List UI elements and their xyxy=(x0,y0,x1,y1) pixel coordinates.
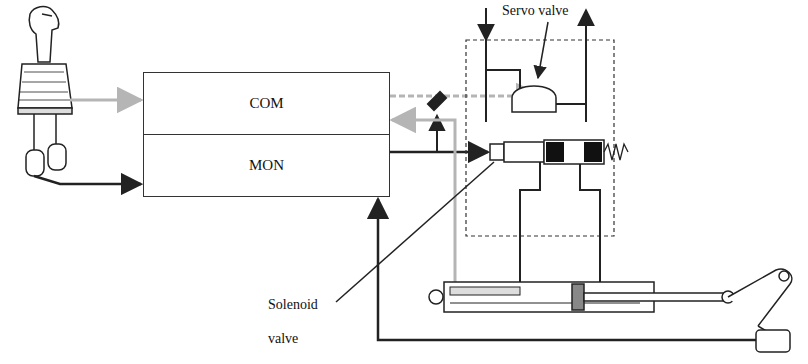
box-label: MON xyxy=(249,157,284,174)
spool-valve xyxy=(544,140,604,164)
joystick xyxy=(18,7,72,176)
callout-label: Solenoid valve xyxy=(268,288,340,356)
control-linkage xyxy=(728,269,792,352)
monitor-signal xyxy=(34,176,141,184)
process-box: COM xyxy=(143,72,390,135)
com-feedback xyxy=(392,120,455,282)
solenoid-valve xyxy=(490,144,504,160)
leader-line xyxy=(538,22,548,78)
spring xyxy=(604,144,628,160)
callout-label: Servo valve xyxy=(502,2,612,20)
servo-valve xyxy=(512,86,556,112)
switch-symbol xyxy=(428,92,446,152)
box-label: COM xyxy=(249,95,283,112)
process-box: MON xyxy=(143,134,390,197)
mon-feedback xyxy=(378,199,772,340)
command-signal xyxy=(70,99,141,102)
solenoid-command xyxy=(390,151,488,154)
spool-actuator xyxy=(504,142,544,162)
actuator xyxy=(429,282,734,312)
